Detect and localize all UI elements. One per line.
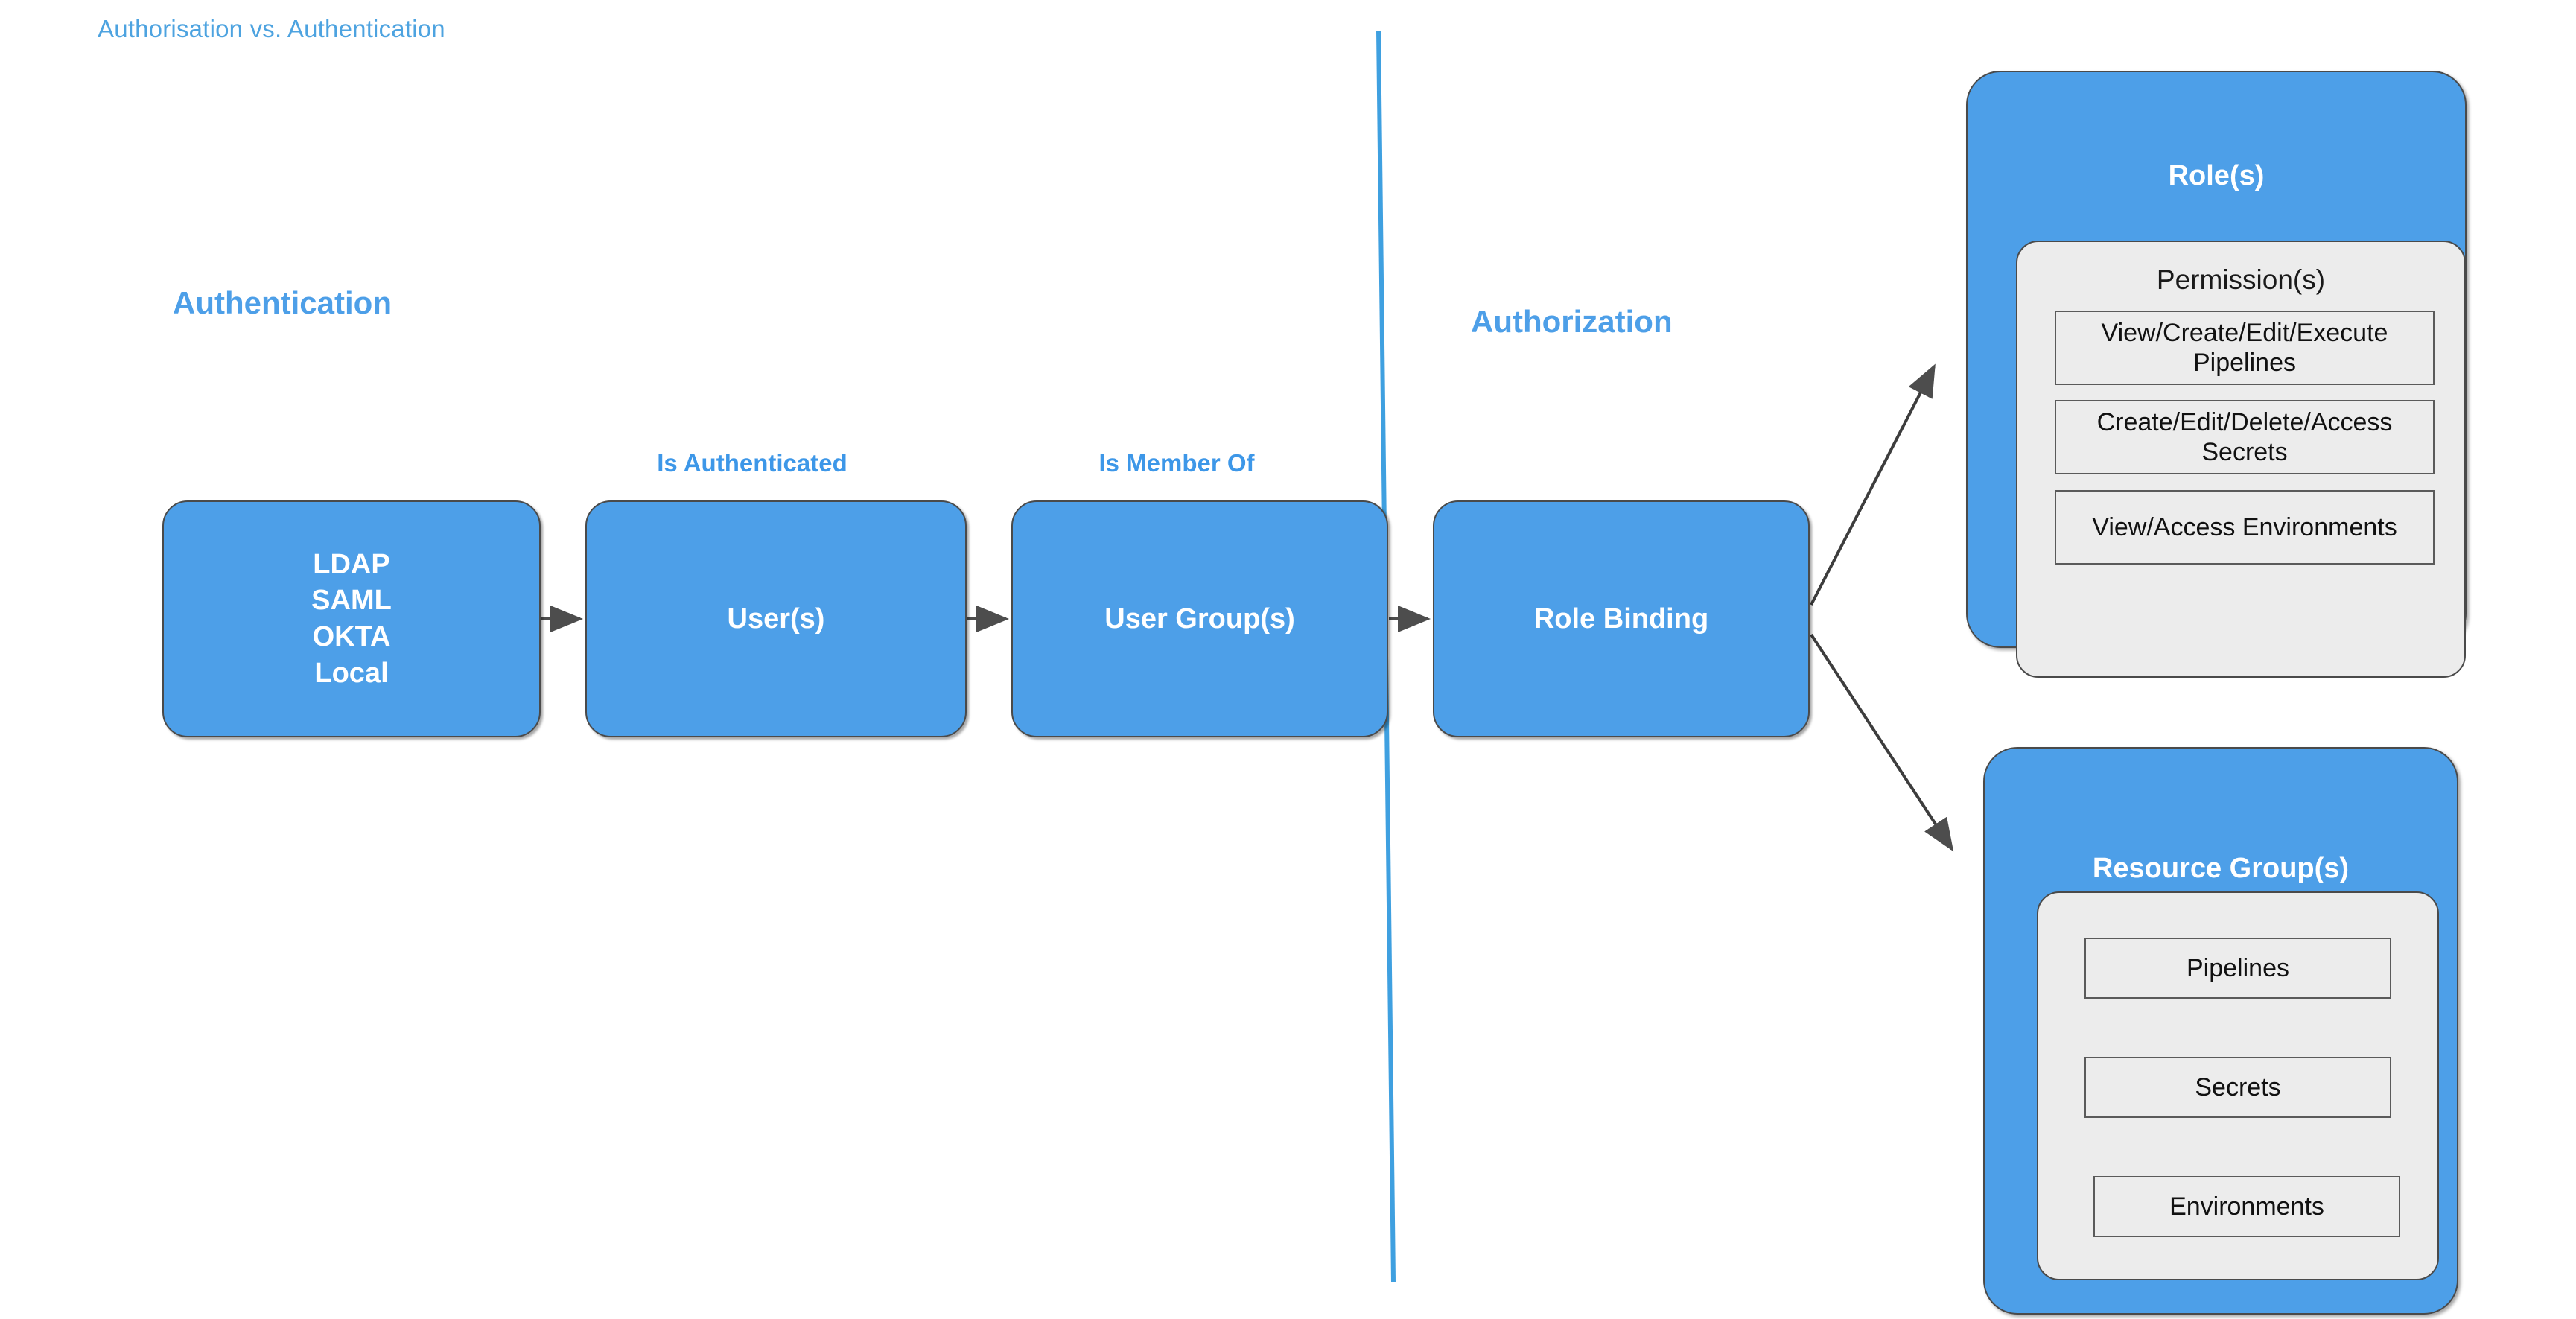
permissions-panel: Permission(s) View/Create/Edit/Execute P…: [2016, 241, 2466, 678]
identity-provider-item: Local: [314, 657, 389, 689]
resource-chip[interactable]: Environments: [2093, 1176, 2400, 1237]
edge-label-is-authenticated: Is Authenticated: [657, 449, 847, 477]
authorization-heading: Authorization: [1471, 304, 1673, 339]
resource-groups-card-title: Resource Group(s): [2092, 853, 2350, 884]
identity-providers-box[interactable]: LDAP SAML OKTA Local: [162, 500, 541, 737]
page-title: Authorisation vs. Authentication: [98, 15, 445, 42]
identity-provider-item: OKTA: [312, 621, 391, 652]
permission-chip[interactable]: View/Access Environments: [2055, 490, 2435, 565]
resource-chip[interactable]: Secrets: [2084, 1057, 2391, 1118]
authentication-heading: Authentication: [173, 285, 392, 320]
role-binding-box[interactable]: Role Binding: [1433, 500, 1810, 737]
resource-groups-card[interactable]: Resource Group(s) Pipelines Secrets Envi…: [1983, 747, 2458, 1315]
user-groups-box[interactable]: User Group(s): [1011, 500, 1388, 737]
identity-provider-item: LDAP: [313, 548, 390, 580]
permission-chip[interactable]: Create/Edit/Delete/Access Secrets: [2055, 400, 2435, 474]
users-box[interactable]: User(s): [585, 500, 967, 737]
roles-card-title: Role(s): [2168, 160, 2265, 191]
identity-provider-list: LDAP SAML OKTA Local: [311, 547, 392, 692]
permissions-panel-title: Permission(s): [2156, 264, 2326, 295]
resource-chip[interactable]: Pipelines: [2084, 938, 2391, 999]
identity-provider-item: SAML: [311, 585, 392, 617]
permission-chip[interactable]: View/Create/Edit/Execute Pipelines: [2055, 311, 2435, 385]
edge-label-is-member-of: Is Member Of: [1098, 449, 1255, 477]
resources-panel: Pipelines Secrets Environments: [2037, 891, 2439, 1280]
roles-card[interactable]: Role(s) Permission(s) View/Create/Edit/E…: [1966, 71, 2467, 678]
